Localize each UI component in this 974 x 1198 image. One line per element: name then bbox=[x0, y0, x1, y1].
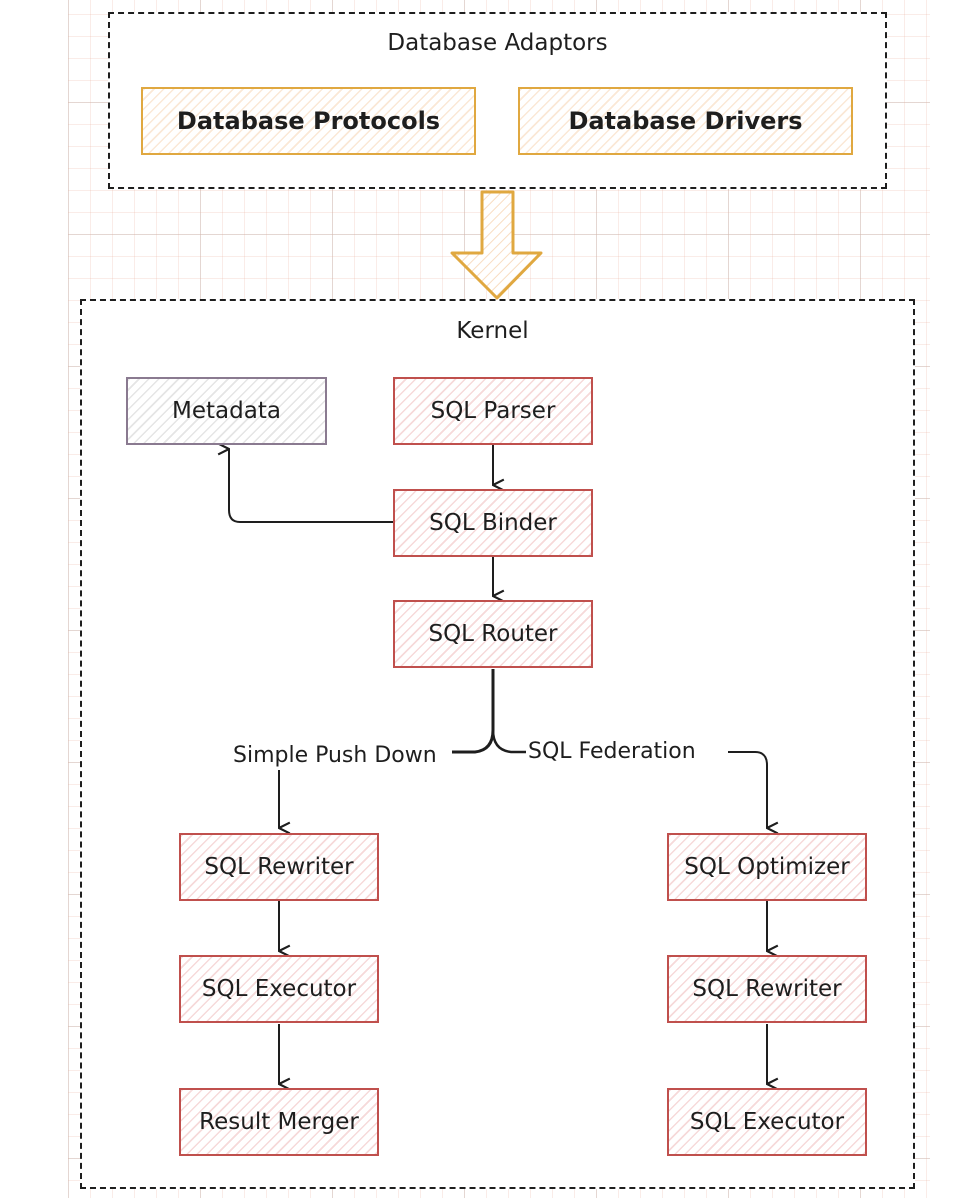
sql-router-label: SQL Router bbox=[428, 621, 558, 647]
router-split-edge bbox=[452, 669, 495, 754]
right-sql-executor-label: SQL Executor bbox=[689, 1109, 845, 1135]
binder-to-metadata-edge bbox=[229, 449, 393, 523]
metadata-node[interactable]: Metadata bbox=[126, 377, 327, 445]
metadata-label: Metadata bbox=[172, 398, 281, 424]
right-sql-rewriter-node[interactable]: SQL Rewriter bbox=[667, 955, 867, 1023]
result-merger-label: Result Merger bbox=[199, 1109, 359, 1135]
adaptors-to-kernel-arrow bbox=[450, 190, 543, 300]
left-sql-rewriter-label: SQL Rewriter bbox=[204, 854, 354, 880]
sql-optimizer-node[interactable]: SQL Optimizer bbox=[667, 833, 867, 901]
right-sql-rewriter-label: SQL Rewriter bbox=[692, 976, 842, 1002]
left-sql-executor-node[interactable]: SQL Executor bbox=[179, 955, 379, 1023]
simple-push-down-label: Simple Push Down bbox=[233, 743, 437, 768]
sql-parser-node[interactable]: SQL Parser bbox=[393, 377, 593, 445]
database-protocols-node[interactable]: Database Protocols bbox=[141, 87, 476, 155]
database-adaptors-title: Database Adaptors bbox=[387, 30, 608, 56]
sql-federation-label: SQL Federation bbox=[528, 739, 696, 764]
sql-parser-label: SQL Parser bbox=[430, 398, 556, 424]
federation-to-optimizer-edge bbox=[728, 751, 767, 828]
result-merger-node[interactable]: Result Merger bbox=[179, 1088, 379, 1156]
database-drivers-node[interactable]: Database Drivers bbox=[518, 87, 853, 155]
left-sql-rewriter-node[interactable]: SQL Rewriter bbox=[179, 833, 379, 901]
sql-router-node[interactable]: SQL Router bbox=[393, 600, 593, 668]
right-sql-executor-node[interactable]: SQL Executor bbox=[667, 1088, 867, 1156]
sql-optimizer-label: SQL Optimizer bbox=[684, 854, 850, 880]
kernel-title: Kernel bbox=[456, 318, 529, 344]
left-sql-executor-label: SQL Executor bbox=[201, 976, 357, 1002]
database-drivers-label: Database Drivers bbox=[568, 107, 803, 135]
sql-binder-label: SQL Binder bbox=[429, 510, 557, 536]
sql-binder-node[interactable]: SQL Binder bbox=[393, 489, 593, 557]
database-protocols-label: Database Protocols bbox=[176, 107, 441, 135]
router-split-edge-right bbox=[491, 729, 526, 754]
